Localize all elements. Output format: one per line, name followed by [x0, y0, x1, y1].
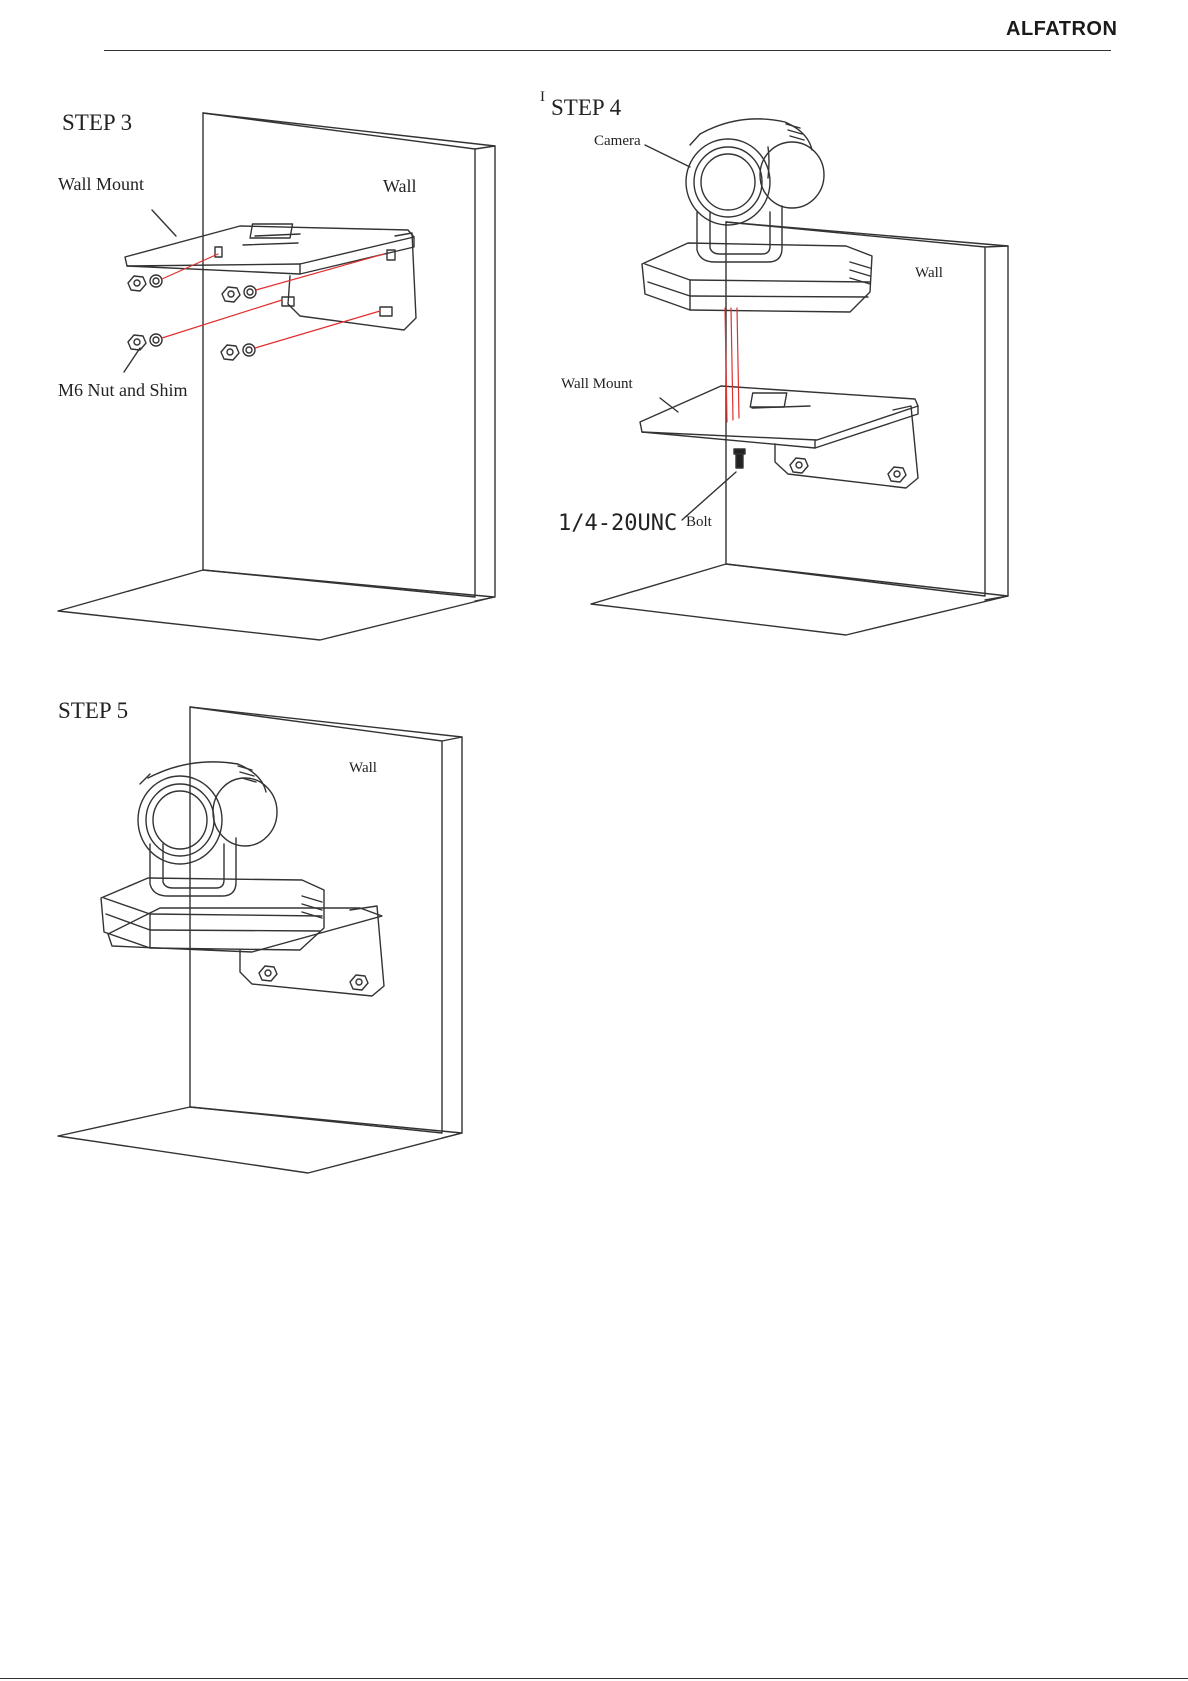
- step3-title: STEP 3: [62, 110, 132, 135]
- step4-label-wall-mount: Wall Mount: [561, 376, 634, 392]
- step4-alignment-lines: [725, 308, 739, 422]
- step4-label-bolt: Bolt: [686, 514, 713, 530]
- step4-label-bolt-spec: 1/4-20UNC: [558, 511, 677, 536]
- step3-labels: STEP 3 Wall Mount Wall M6 Nut and Shim: [58, 110, 417, 400]
- step4-title: STEP 4: [551, 95, 622, 120]
- step3-label-wall: Wall: [383, 176, 417, 196]
- step4-wall-mount: [640, 386, 918, 440]
- step5-floor: [58, 1107, 462, 1173]
- step4-camera: [686, 119, 824, 262]
- step5-wall: [190, 707, 442, 1133]
- step3-nuts: [128, 275, 256, 360]
- step5-camera-base: [101, 878, 324, 950]
- step5-label-wall: Wall: [349, 760, 377, 776]
- step4-labels: I STEP 4 Camera Wall Wall Mount 1/4-20UN…: [540, 89, 943, 536]
- step5-illustration: [58, 707, 462, 1173]
- step3-wall: [203, 113, 475, 597]
- step3-wall-mount: [125, 226, 414, 266]
- step3-label-nut-and-shim: M6 Nut and Shim: [58, 380, 188, 400]
- step3-alignment-lines: [162, 254, 384, 348]
- step4-illustration: [591, 119, 1008, 635]
- step4-wall: [726, 222, 985, 596]
- step4-bracket: [775, 406, 918, 488]
- step4-marker: I: [540, 89, 545, 105]
- step3-label-wall-mount: Wall Mount: [58, 174, 144, 194]
- step4-label-wall: Wall: [915, 265, 943, 281]
- step5-title: STEP 5: [58, 698, 128, 723]
- step3-floor: [58, 570, 494, 640]
- step3-bracket: [288, 233, 416, 330]
- step5-camera: [138, 762, 277, 896]
- step4-floor: [591, 564, 1008, 635]
- step4-label-camera: Camera: [594, 133, 641, 149]
